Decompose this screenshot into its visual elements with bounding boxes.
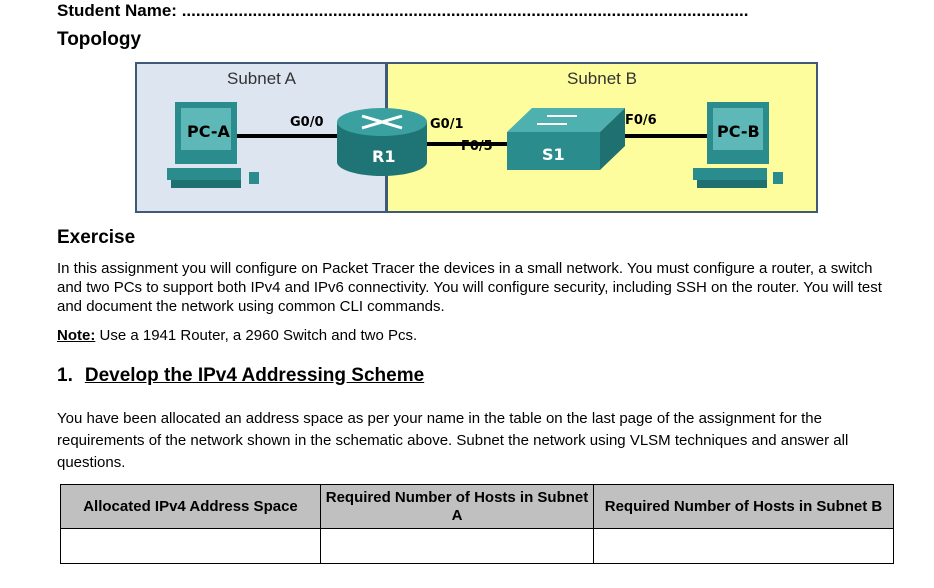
topology-heading: Topology (57, 29, 142, 50)
subnet-a-label: Subnet A (227, 69, 297, 88)
port-f0-5: F0/5 (461, 139, 493, 154)
pc-b-label: PC-B (717, 122, 760, 141)
address-table: Allocated IPv4 Address Space Required Nu… (60, 484, 894, 564)
note: Note: Use a 1941 Router, a 2960 Switch a… (57, 326, 887, 345)
header-hosts-a: Required Number of Hosts in Subnet A (320, 484, 594, 529)
exercise-text: In this assignment you will configure on… (57, 260, 882, 315)
pc-a-icon[interactable] (167, 102, 259, 188)
topology-diagram: Subnet A Subnet B PC-A PC-B R1 S1 G0/0 G… (135, 62, 818, 213)
pc-b-icon[interactable] (693, 102, 783, 188)
section-heading: 1. Develop the IPv4 Addressing Scheme (57, 365, 424, 387)
router-label: R1 (372, 147, 396, 166)
pc-a-label: PC-A (187, 122, 230, 141)
subnet-b-label: Subnet B (567, 69, 637, 88)
cell-address-space[interactable] (60, 528, 321, 564)
switch-icon[interactable] (507, 108, 625, 170)
header-hosts-b: Required Number of Hosts in Subnet B (593, 484, 894, 529)
section-number: 1. (57, 365, 73, 386)
student-name-field[interactable]: ........................................… (181, 1, 749, 20)
port-g0-1: G0/1 (430, 117, 464, 132)
port-f0-6: F0/6 (625, 113, 657, 128)
router-icon[interactable] (337, 108, 427, 176)
port-g0-0: G0/0 (290, 115, 324, 130)
header-address-space: Allocated IPv4 Address Space (60, 484, 321, 529)
switch-label: S1 (542, 145, 565, 164)
topology-links (167, 102, 783, 188)
exercise-heading: Exercise (57, 227, 136, 248)
student-name-line: Student Name: ..........................… (57, 1, 748, 21)
table-header-row: Allocated IPv4 Address Space Required Nu… (60, 484, 894, 529)
cell-hosts-b[interactable] (593, 528, 894, 564)
note-label: Note: (57, 327, 96, 344)
cell-hosts-a[interactable] (320, 528, 594, 564)
section-title: Develop the IPv4 Addressing Scheme (84, 365, 425, 386)
table-row (60, 528, 894, 564)
student-name-label: Student Name: (57, 1, 177, 20)
section-text: You have been allocated an address space… (57, 410, 849, 471)
note-text: Use a 1941 Router, a 2960 Switch and two… (95, 327, 418, 344)
